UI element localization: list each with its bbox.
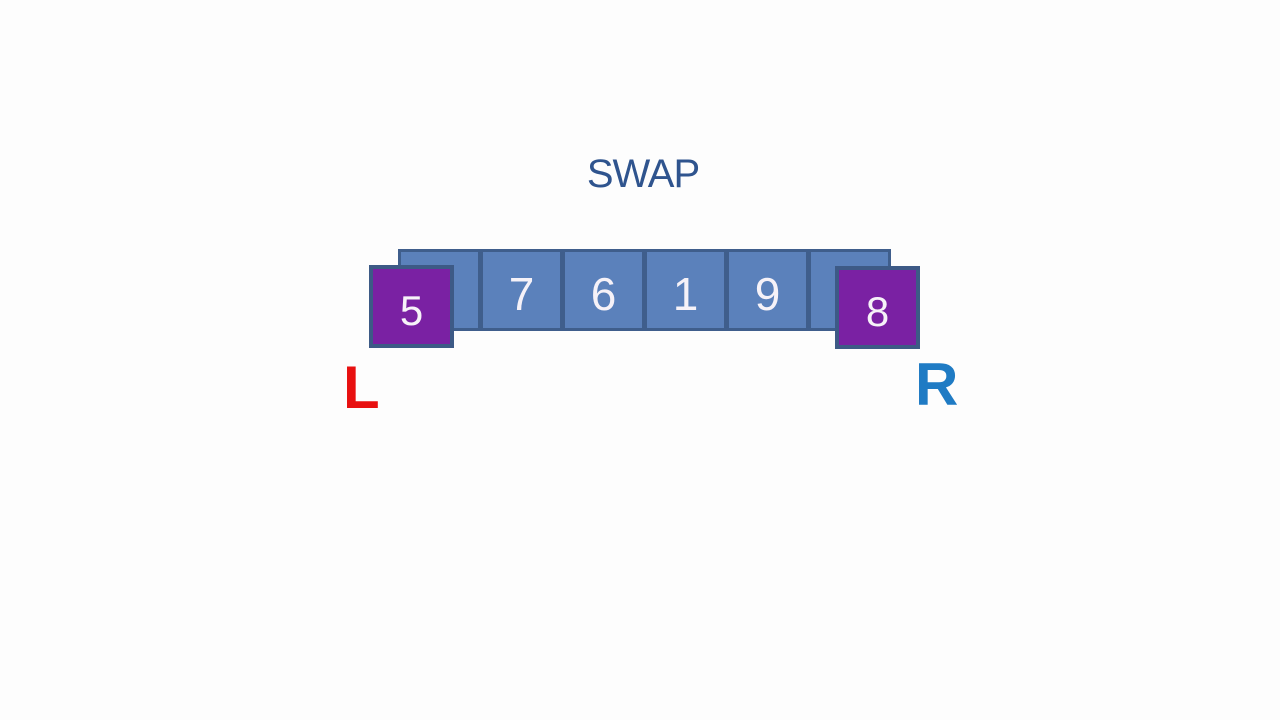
array-cell-4: 9 [726, 249, 809, 331]
array-cell-1: 7 [480, 249, 563, 331]
array-row: 7 6 1 9 [398, 249, 891, 331]
left-pointer-label: L [343, 354, 380, 421]
swap-box-right: 8 [835, 266, 920, 349]
array-cell-3: 1 [644, 249, 727, 331]
array-cell-2: 6 [562, 249, 645, 331]
swap-box-right-value: 8 [865, 288, 890, 335]
swap-box-left: 5 [369, 265, 454, 348]
right-pointer-label: R [915, 351, 959, 418]
swap-box-left-value: 5 [399, 287, 424, 334]
slide-title: SWAP [586, 152, 700, 196]
